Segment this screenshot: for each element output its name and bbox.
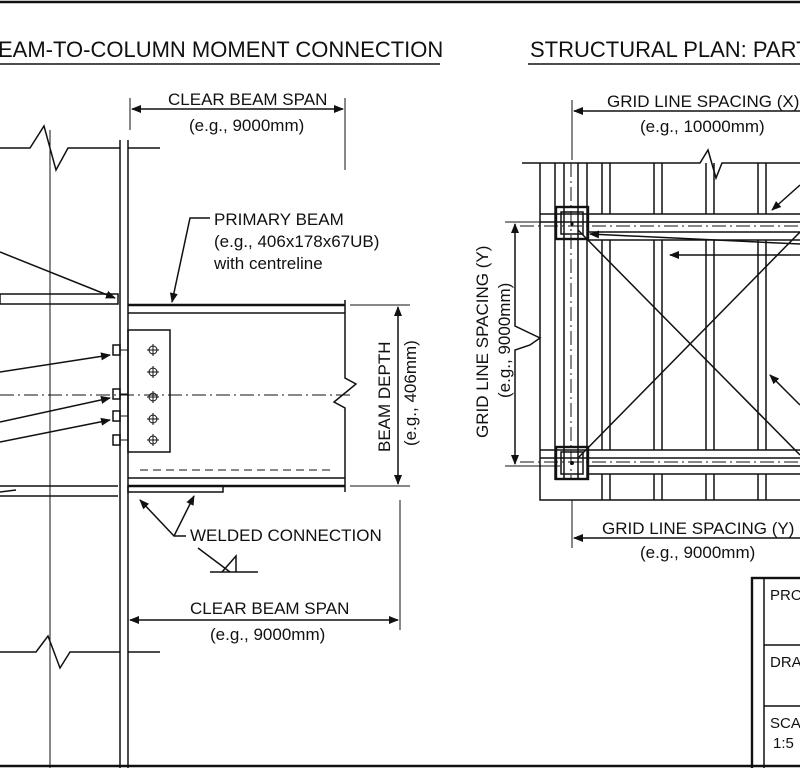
beam-depth-label: BEAM DEPTH bbox=[375, 341, 394, 452]
primary-beam-note: with centreline bbox=[213, 254, 323, 273]
column bbox=[0, 124, 160, 768]
primary-beam-label: PRIMARY BEAM bbox=[214, 210, 344, 229]
grid-x-dimension: GRID LINE SPACING (X) (e.g., 10000mm) bbox=[571, 92, 800, 160]
connection-detail: EAM-TO-COLUMN MOMENT CONNECTION CLEAR BE… bbox=[0, 37, 443, 768]
bottom-span-label: CLEAR BEAM SPAN bbox=[190, 599, 349, 618]
bolt-heads bbox=[112, 344, 128, 446]
plan-columns bbox=[554, 205, 590, 481]
left-leaders bbox=[0, 251, 116, 493]
primary-beam-size: (e.g., 406x178x67UB) bbox=[214, 232, 379, 251]
plan-break-top bbox=[522, 148, 800, 181]
grid-x-value: (e.g., 10000mm) bbox=[640, 117, 765, 136]
bottom-span-dimension: CLEAR BEAM SPAN (e.g., 9000mm) bbox=[129, 500, 401, 644]
top-span-label: CLEAR BEAM SPAN bbox=[168, 90, 327, 109]
primary-beam bbox=[0, 300, 358, 493]
detail-title: EAM-TO-COLUMN MOMENT CONNECTION bbox=[0, 37, 443, 62]
beam-depth-dimension: BEAM DEPTH (e.g., 406mm) bbox=[350, 304, 420, 487]
title-block-scale-value: 1:5 bbox=[773, 735, 794, 752]
grid-y-bottom-value: (e.g., 9000mm) bbox=[640, 543, 755, 562]
bolt-marks bbox=[147, 344, 159, 446]
title-block-project: PRO bbox=[770, 587, 800, 604]
grid-x-label: GRID LINE SPACING (X) bbox=[607, 92, 799, 111]
title-block: PRO DRA SCA 1:5 bbox=[750, 576, 800, 768]
plan-title: STRUCTURAL PLAN: PART bbox=[530, 37, 800, 62]
beam-depth-value: (e.g., 406mm) bbox=[401, 340, 420, 446]
grid-y-bottom-dimension: GRID LINE SPACING (Y) (e.g., 9000mm) bbox=[571, 500, 800, 562]
title-block-scale: SCA bbox=[770, 715, 800, 732]
title-block-drawing: DRA bbox=[770, 654, 800, 671]
weld-callout: WELDED CONNECTION bbox=[139, 495, 382, 573]
grid-y-side-label: GRID LINE SPACING (Y) bbox=[473, 246, 492, 438]
grid-y-side-dimension: GRID LINE SPACING (Y) (e.g., 9000mm) bbox=[473, 221, 560, 467]
structural-plan: STRUCTURAL PLAN: PART GRID LINE SPACING … bbox=[473, 37, 800, 768]
bottom-span-value: (e.g., 9000mm) bbox=[210, 625, 325, 644]
grid-y-bottom-label: GRID LINE SPACING (Y) bbox=[602, 519, 794, 538]
column-break-top bbox=[0, 124, 120, 172]
grid-y-side-value: (e.g., 9000mm) bbox=[495, 283, 514, 398]
plan-leaders bbox=[589, 184, 800, 406]
top-span-dimension: CLEAR BEAM SPAN (e.g., 9000mm) bbox=[129, 90, 346, 170]
primary-beam-callout: PRIMARY BEAM (e.g., 406x178x67UB) with c… bbox=[169, 210, 379, 303]
column-break-bottom bbox=[0, 634, 120, 670]
top-span-value: (e.g., 9000mm) bbox=[189, 116, 304, 135]
weld-label: WELDED CONNECTION bbox=[190, 526, 382, 545]
end-plate bbox=[112, 329, 171, 453]
beam-break bbox=[332, 300, 358, 492]
plan-bracing bbox=[577, 229, 800, 459]
left-beam bbox=[0, 293, 119, 497]
plan-horizontals bbox=[520, 213, 800, 501]
